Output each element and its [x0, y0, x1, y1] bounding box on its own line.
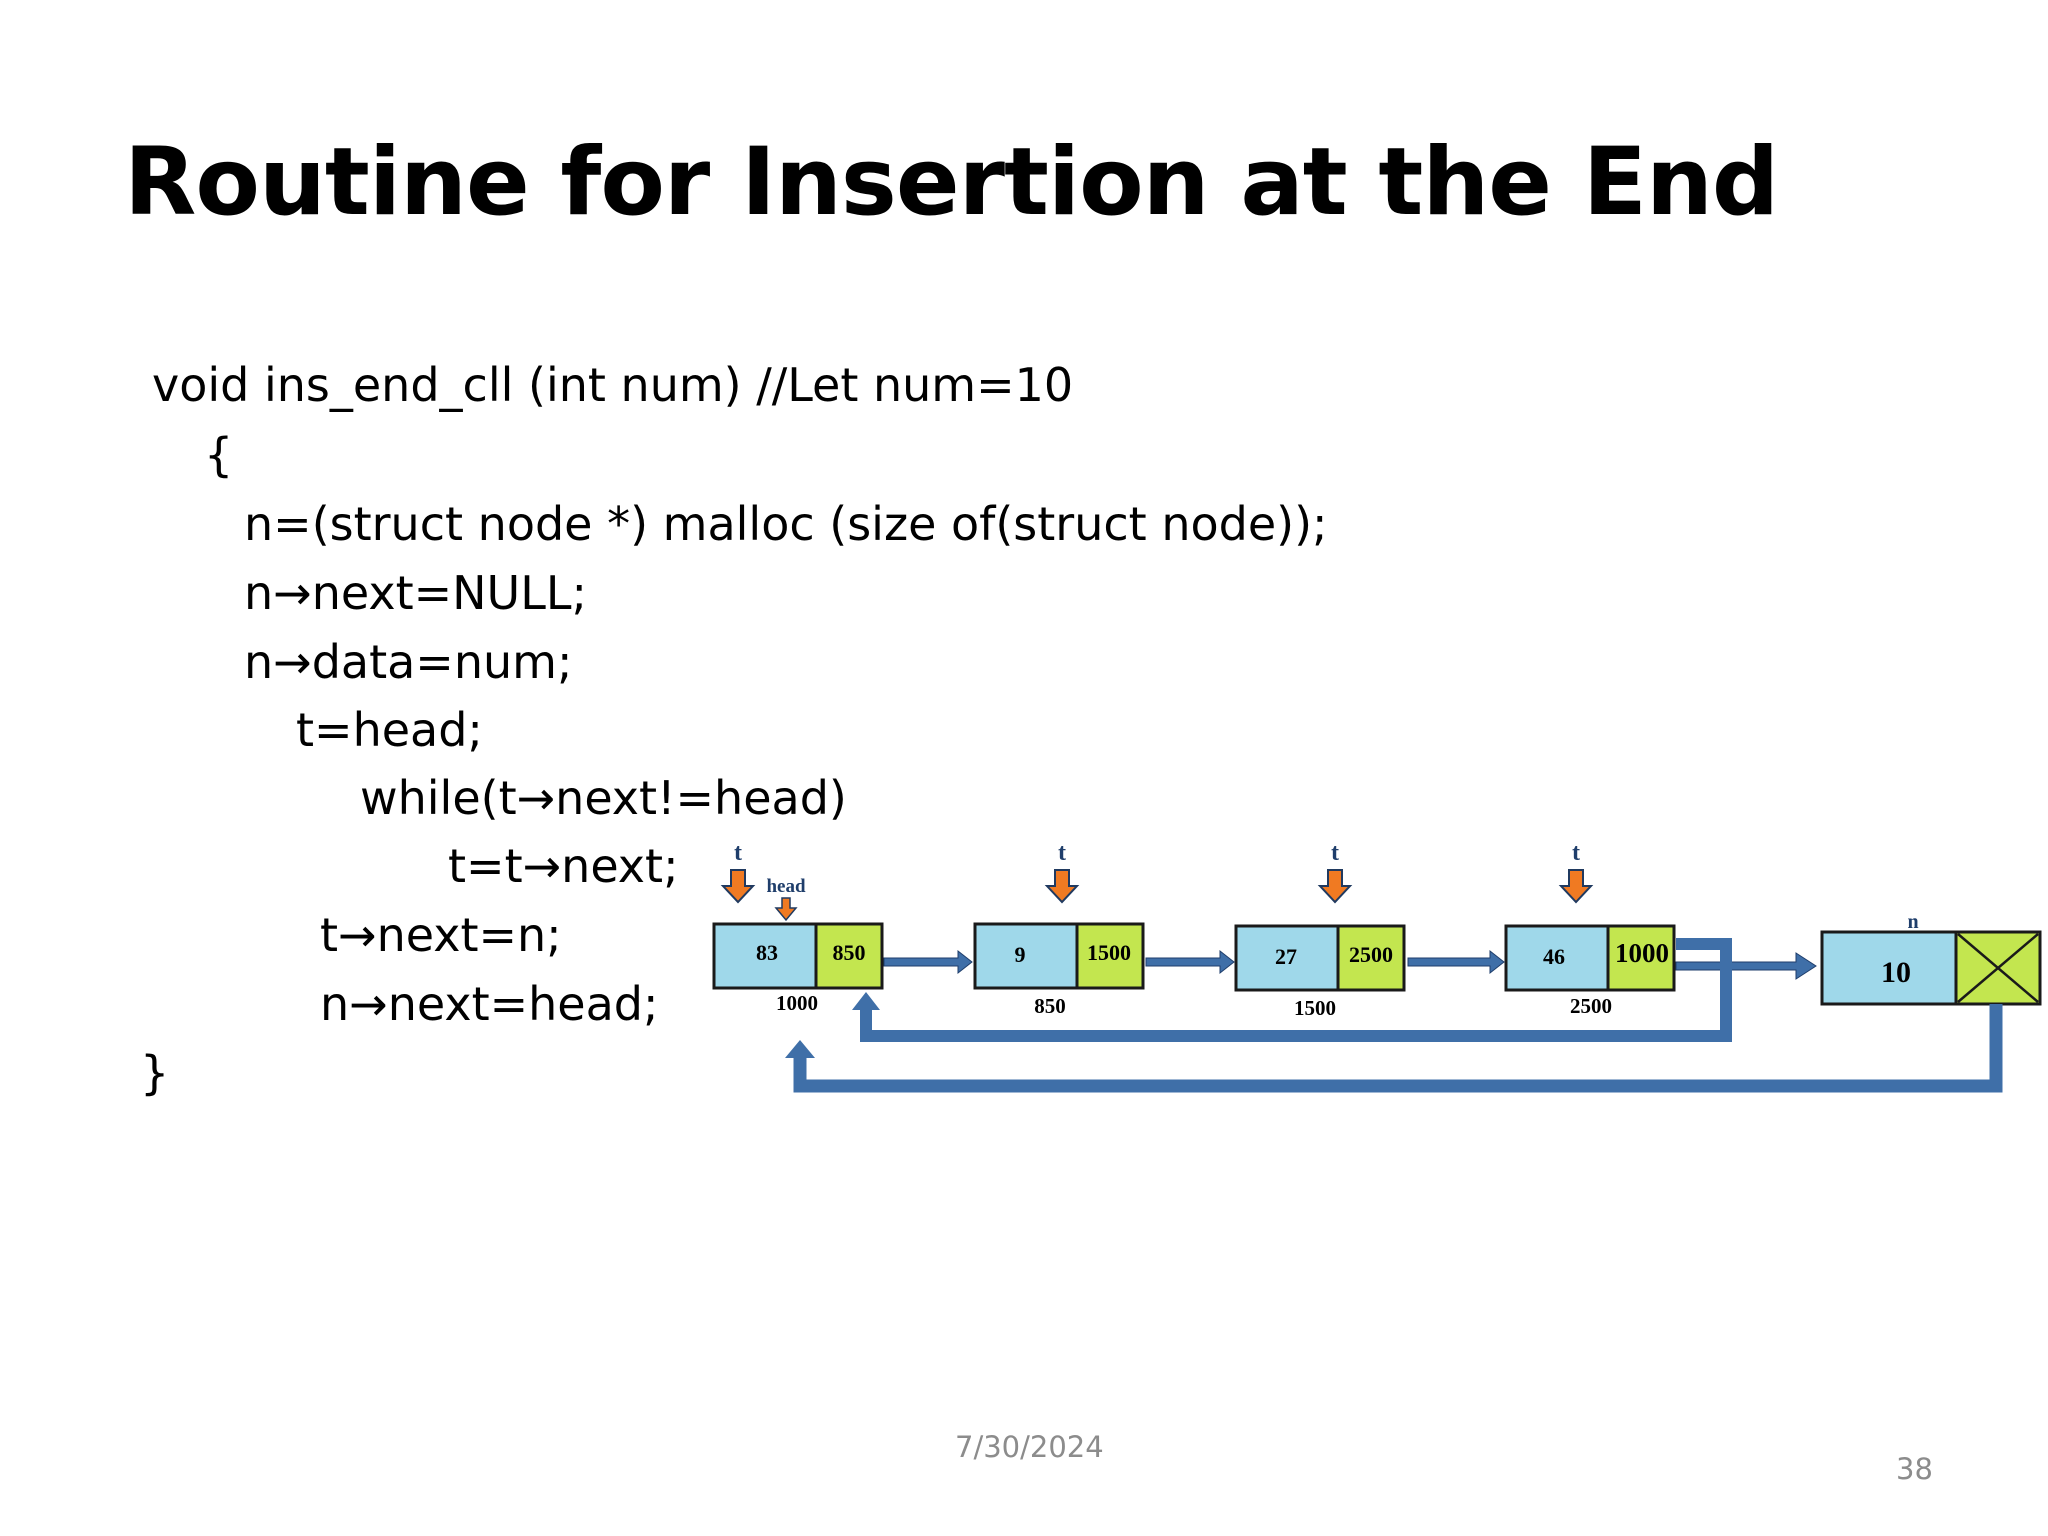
- node-link-cell: [1606, 924, 1676, 992]
- node-data-cell: [1234, 924, 1340, 992]
- head-pointer: head: [766, 876, 806, 922]
- code-line-set-next-null: n→next=NULL;: [244, 566, 587, 620]
- node-data: 46: [1543, 944, 1565, 969]
- node-2: 9 1500 850: [973, 922, 1145, 1018]
- code-line-advance: t=t→next;: [448, 839, 679, 893]
- n-label: n: [1907, 911, 1918, 933]
- new-node-data: 10: [1881, 956, 1911, 989]
- code-line-malloc: n=(struct node *) malloc (size of(struct…: [244, 497, 1328, 551]
- new-circular-link: [785, 1004, 2003, 1093]
- head-label: head: [766, 876, 806, 897]
- node-next: 2500: [1349, 942, 1393, 967]
- code-line-t-head: t=head;: [296, 703, 483, 757]
- node-4: 46 1000 2500: [1504, 924, 1676, 1018]
- arrow-right-icon: [1675, 952, 1817, 980]
- n-pointer: n: [1907, 911, 1918, 933]
- arrow-up-icon: [785, 1040, 815, 1058]
- node-next: 1000: [1615, 938, 1669, 968]
- t-pointer-2: t: [1044, 840, 1080, 904]
- node-address: 850: [1034, 994, 1066, 1018]
- t-label: t: [734, 840, 742, 866]
- node-link-cell: [1075, 922, 1145, 990]
- t-label: t: [1331, 840, 1339, 866]
- old-circular-link: [852, 938, 1732, 1042]
- orange-down-arrow-icon: [1317, 869, 1353, 904]
- footer-date: 7/30/2024: [955, 1430, 1104, 1464]
- node-next: 1500: [1087, 940, 1131, 965]
- arrow-right-icon: [1145, 949, 1235, 975]
- node-3: 27 2500 1500: [1234, 924, 1406, 1020]
- code-line-signature: void ins_end_cll (int num) //Let num=10: [152, 358, 1074, 412]
- orange-down-arrow-icon: [1044, 869, 1080, 904]
- code-line-while: while(t→next!=head): [360, 771, 847, 825]
- link-arrows: [883, 949, 1817, 980]
- orange-down-arrow-icon: [774, 897, 798, 922]
- node-data: 9: [1015, 942, 1026, 967]
- t-pointer-1: t: [720, 840, 756, 904]
- node-data: 27: [1275, 944, 1297, 969]
- code-line-set-data: n→data=num;: [244, 635, 573, 689]
- arrow-right-icon: [1407, 949, 1505, 975]
- node-data-cell: [712, 922, 818, 990]
- t-pointer-4: t: [1558, 840, 1594, 904]
- orange-down-arrow-icon: [1558, 869, 1594, 904]
- arrow-right-icon: [883, 949, 973, 975]
- code-line-link-new: t→next=n;: [320, 908, 562, 962]
- t-label: t: [1058, 840, 1066, 866]
- orange-down-arrow-icon: [720, 869, 756, 904]
- t-pointer-3: t: [1317, 840, 1353, 904]
- node-1: 83 850 1000: [712, 922, 884, 1015]
- node-next: 850: [833, 940, 866, 965]
- new-node: 10: [1820, 930, 2042, 1006]
- node-address: 1000: [776, 991, 818, 1015]
- node-data: 83: [756, 940, 778, 965]
- node-link-cell: [814, 922, 884, 990]
- arrow-up-icon: [852, 992, 880, 1010]
- node-data-cell: [1820, 930, 1958, 1006]
- code-line-open-brace: {: [204, 428, 234, 482]
- code-line-close-brace: }: [140, 1046, 170, 1100]
- node-data-cell: [973, 922, 1079, 990]
- slide-title: Routine for Insertion at the End: [124, 128, 1779, 237]
- node-address: 2500: [1570, 994, 1612, 1018]
- page-number: 38: [1896, 1452, 1933, 1486]
- t-label: t: [1572, 840, 1580, 866]
- node-address: 1500: [1294, 996, 1336, 1020]
- code-line-close-circle: n→next=head;: [320, 977, 659, 1031]
- node-link-cell: [1336, 924, 1406, 992]
- null-cross-icon: [1957, 933, 2039, 1003]
